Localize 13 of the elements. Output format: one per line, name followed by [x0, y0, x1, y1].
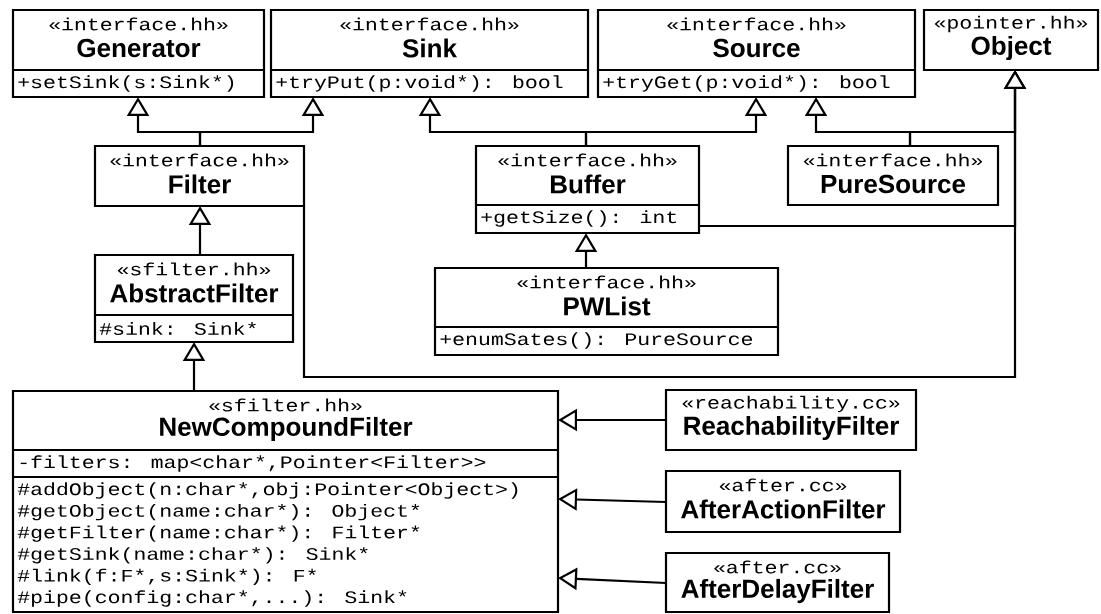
class-box: «reachability.cc» ReachabilityFilter: [664, 388, 918, 452]
class-box: «interface.hh» PWList +enumSates(): PureSource: [433, 266, 780, 357]
class-box: «interface.hh» Filter: [93, 144, 306, 208]
class-box: «interface.hh» Sink +tryPut(p:void*): bool: [269, 8, 590, 99]
class-box: «sfilter.hh» NewCompoundFilter -filters: map<char*,Pointer<Filter>> #addObject(n:char*,obj:Pointer<Object>) #getObject(name:char*): Object* #getFilter(name:char*): Filter* #getSink(name:char*): Sink* #link(f:F*,s:Sink*): F* #pipe(config:char*,...): Sink*: [11, 389, 560, 614]
class-box: «interface.hh» Generator +setSink(s:Sink*): [11, 8, 266, 99]
class-box: «after.cc» AfterActionFilter: [664, 469, 902, 534]
class-box: «interface.hh» Source +tryGet(p:void*): bool: [596, 8, 917, 99]
class-box: «after.cc» AfterDelayFilter: [664, 551, 891, 614]
class-box: «pointer.hh» Object: [922, 8, 1100, 72]
class-box: «interface.hh» Buffer +getSize(): int: [474, 144, 701, 235]
class-box: «sfilter.hh» AbstractFilter #sink: Sink*: [93, 253, 295, 344]
class-box: «interface.hh» PureSource: [786, 144, 1000, 207]
